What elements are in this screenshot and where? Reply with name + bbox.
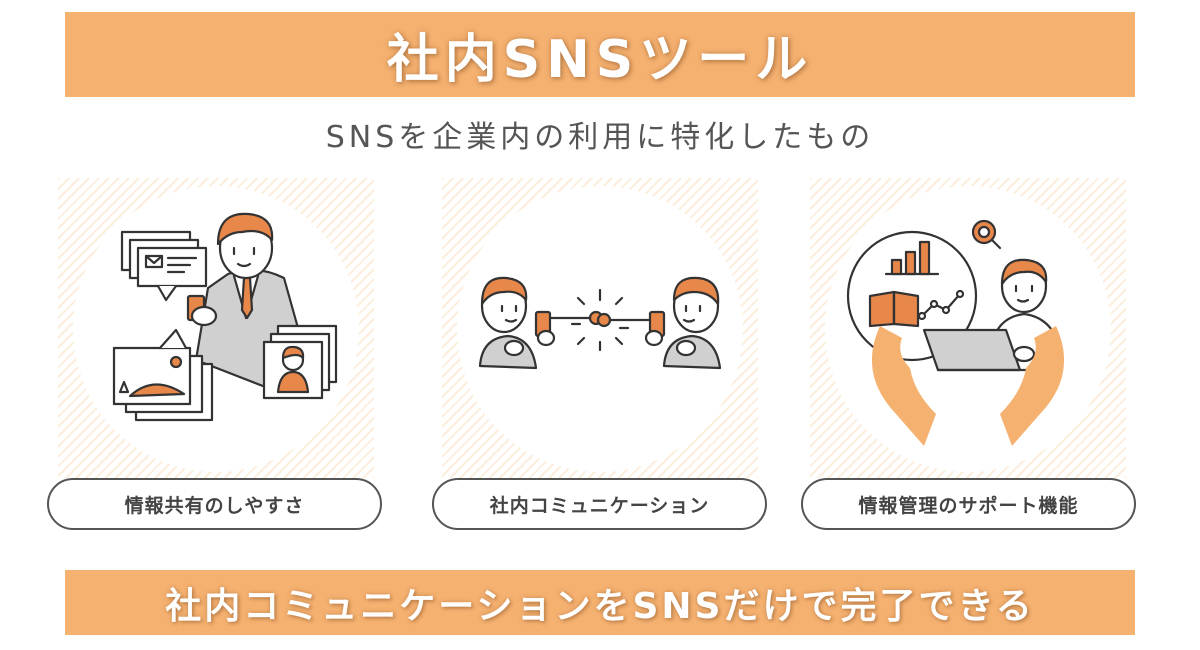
feature-label-communication: 社内コミュニケーション (432, 478, 767, 530)
bottom-banner-text: 社内コミュニケーションをSNSだけで完了できる (165, 585, 1035, 627)
communication-illustration (478, 276, 722, 370)
feature-panel-info-management (810, 178, 1126, 478)
line-chart-icon (920, 292, 962, 318)
bottom-banner: 社内コミュニケーションをSNSだけで完了できる (65, 570, 1135, 635)
mail-icon (144, 254, 164, 269)
left-supporting-hand (871, 326, 936, 446)
laptop-icon (922, 328, 1022, 372)
feature-panel-info-sharing (58, 178, 374, 478)
info-sharing-illustration (112, 212, 338, 422)
feature-panel-communication (442, 178, 758, 478)
book-icon (868, 290, 896, 328)
page-title: 社内SNSツール (386, 30, 814, 90)
info-management-illustration (846, 219, 1065, 446)
hand (190, 305, 218, 327)
necktie (240, 276, 254, 320)
page-subtitle: SNSを企業内の利用に特化したもの (325, 120, 875, 155)
speech-tail (156, 284, 178, 302)
feature-label-info-management: 情報管理のサポート機能 (801, 478, 1136, 530)
bar-chart-icon (890, 258, 903, 276)
person-hair (216, 212, 274, 246)
right-supporting-hand (1000, 326, 1065, 446)
title-banner: 社内SNSツール (65, 12, 1135, 97)
feature-label-info-sharing: 情報共有のしやすさ (47, 478, 382, 530)
